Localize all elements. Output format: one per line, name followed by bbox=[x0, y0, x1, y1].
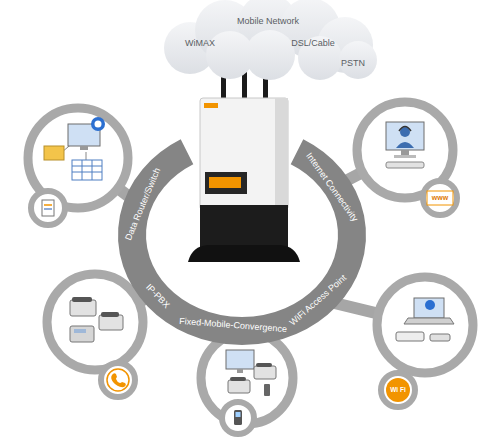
network-label: DSL/Cable bbox=[291, 38, 335, 48]
illustration-part bbox=[381, 373, 415, 407]
illustration-part bbox=[205, 172, 247, 194]
illustration-part bbox=[107, 369, 129, 391]
illustration-part bbox=[42, 200, 54, 216]
illustration-part bbox=[399, 127, 411, 132]
illustration-part bbox=[256, 363, 272, 367]
illustration-part bbox=[396, 142, 414, 148]
illustration-part bbox=[237, 369, 243, 373]
wifi-badge-label: Wi Fi bbox=[390, 386, 405, 393]
illustration-part bbox=[92, 160, 93, 180]
network-label: PSTN bbox=[341, 58, 365, 68]
illustration-part bbox=[31, 191, 65, 225]
illustration-part bbox=[86, 152, 87, 160]
router-device bbox=[188, 56, 300, 262]
illustration-part bbox=[70, 326, 94, 342]
illustration-part bbox=[425, 300, 435, 310]
fmc-devices bbox=[226, 350, 276, 425]
illustration-part bbox=[394, 155, 416, 158]
illustration-part bbox=[200, 98, 288, 210]
illustration-part bbox=[200, 205, 288, 247]
small-circles bbox=[31, 181, 457, 434]
illustration-part bbox=[209, 177, 241, 188]
illustration-part bbox=[72, 297, 92, 302]
illustration-part bbox=[226, 350, 254, 369]
illustration-part bbox=[386, 378, 410, 402]
illustration-part bbox=[72, 172, 102, 173]
illustration-part bbox=[430, 334, 450, 341]
illustration-part bbox=[401, 150, 409, 155]
network-label: Mobile Network bbox=[237, 16, 299, 26]
illustration-part bbox=[44, 146, 64, 160]
illustration-part bbox=[404, 318, 454, 324]
illustration-part bbox=[82, 160, 83, 180]
illustration-part bbox=[236, 412, 241, 417]
illustration-part bbox=[377, 277, 473, 373]
illustration-part bbox=[95, 121, 102, 128]
illustration-part bbox=[111, 373, 126, 387]
internet-devices bbox=[386, 122, 453, 205]
illustration-part bbox=[47, 274, 143, 370]
cloud-puff bbox=[339, 41, 377, 79]
illustration-part bbox=[44, 208, 52, 210]
illustration-part bbox=[99, 315, 123, 330]
illustration-part bbox=[396, 332, 424, 341]
illustration-part bbox=[70, 300, 96, 316]
illustration-part bbox=[264, 384, 270, 396]
wifi-devices bbox=[386, 298, 454, 402]
illustration-part bbox=[101, 363, 135, 397]
www-label: www bbox=[432, 194, 448, 202]
illustration-part bbox=[91, 117, 105, 131]
illustration-part bbox=[414, 298, 444, 318]
network-cloud: Mobile NetworkWiMAX DSL/CablePSTN bbox=[150, 0, 385, 80]
illustration-part bbox=[188, 245, 300, 262]
illustration-part bbox=[386, 122, 424, 150]
illustration-part bbox=[423, 181, 457, 215]
illustration-part bbox=[222, 402, 254, 434]
illustration-part bbox=[427, 191, 453, 205]
illustration-part bbox=[101, 312, 119, 317]
illustration-part bbox=[230, 377, 246, 381]
illustration-part bbox=[72, 166, 102, 167]
illustration-part bbox=[400, 127, 410, 137]
illustration-part bbox=[228, 380, 250, 393]
illustration-part bbox=[44, 204, 52, 206]
illustration-part bbox=[204, 103, 218, 108]
illustration-part bbox=[275, 98, 288, 210]
pbx-phones bbox=[70, 297, 129, 391]
network-label: WiMAX bbox=[185, 38, 215, 48]
illustration-part bbox=[234, 410, 242, 425]
data-icons bbox=[42, 117, 105, 216]
illustration-part bbox=[74, 329, 86, 333]
illustration-part bbox=[80, 146, 88, 150]
illustration-part bbox=[72, 160, 102, 180]
illustration-part bbox=[386, 162, 424, 168]
illustration-part bbox=[254, 366, 276, 379]
